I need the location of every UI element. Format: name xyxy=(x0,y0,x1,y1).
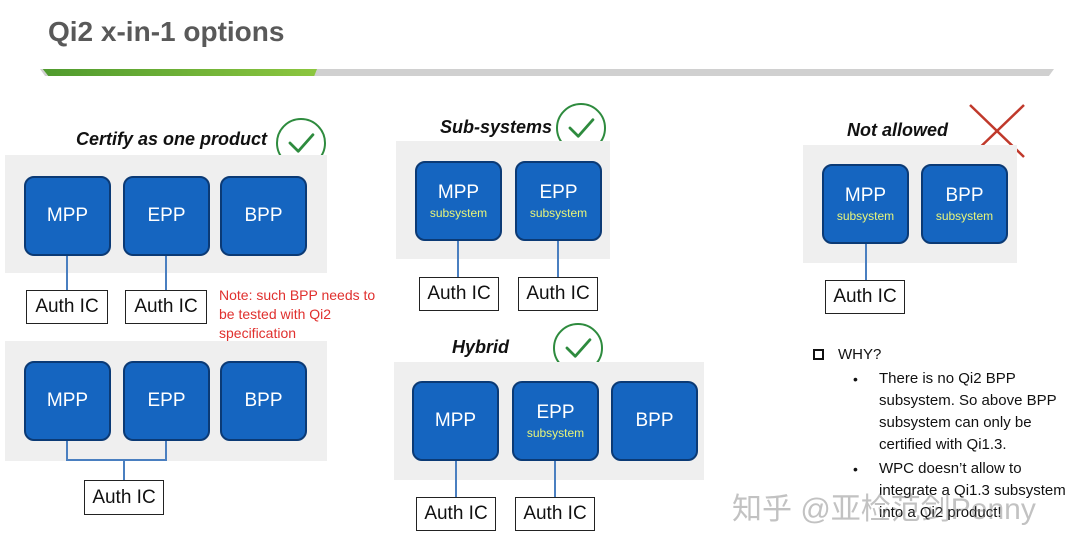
chip-bpp: BPP xyxy=(220,361,307,441)
chip-label: EPP xyxy=(147,390,186,411)
chip-mpp: MPP xyxy=(412,381,499,461)
connector-line xyxy=(457,241,459,277)
auth-ic-box: Auth IC xyxy=(515,497,595,531)
chip-epp-subsystem: EPP subsystem xyxy=(515,161,602,241)
subsystems-heading: Sub-systems xyxy=(440,117,553,137)
chip-sublabel: subsystem xyxy=(836,209,895,223)
auth-ic-box: Auth IC xyxy=(125,290,207,324)
connector-line xyxy=(66,441,68,460)
auth-ic-box: Auth IC xyxy=(84,480,164,515)
chip-mpp: MPP xyxy=(24,176,111,256)
connector-line xyxy=(165,256,167,290)
connector-line xyxy=(554,461,556,497)
connector-line xyxy=(66,256,68,290)
page-title: Qi2 x-in-1 options xyxy=(48,16,285,47)
chip-mpp-subsystem: MPP subsystem xyxy=(415,161,502,241)
chip-epp-subsystem: EPP subsystem xyxy=(512,381,599,461)
chip-label: BPP xyxy=(244,205,283,226)
chip-label: BPP xyxy=(945,185,984,206)
chip-label: MPP xyxy=(46,205,89,226)
connector-line xyxy=(557,241,559,277)
chip-label: MPP xyxy=(844,185,887,206)
why-bullet: WPC doesn’t allow to integrate a Qi1.3 s… xyxy=(879,460,1066,521)
chip-label: MPP xyxy=(434,410,477,431)
bullet-icon: • xyxy=(853,371,858,387)
chip-bpp: BPP xyxy=(611,381,698,461)
auth-ic-box: Auth IC xyxy=(26,290,108,324)
chip-label: MPP xyxy=(437,182,480,203)
chip-mpp-subsystem: MPP subsystem xyxy=(822,164,909,244)
bpp-note: Note: such BPP needs to be tested with Q… xyxy=(219,287,376,341)
chip-sublabel: subsystem xyxy=(529,206,588,220)
why-label: WHY? xyxy=(838,346,882,363)
chip-mpp: MPP xyxy=(24,361,111,441)
connector-line xyxy=(865,244,867,280)
chip-epp: EPP xyxy=(123,361,210,441)
title-underline-accent xyxy=(42,69,317,76)
not-allowed-heading: Not allowed xyxy=(847,120,949,140)
title-underline xyxy=(40,69,1054,76)
certify-heading: Certify as one product xyxy=(76,129,268,149)
hybrid-heading: Hybrid xyxy=(452,337,510,357)
chip-bpp-subsystem: BPP subsystem xyxy=(921,164,1008,244)
connector-line xyxy=(123,460,125,480)
chip-sublabel: subsystem xyxy=(429,206,488,220)
auth-ic-box: Auth IC xyxy=(416,497,496,531)
watermark: 知乎 @亚检范剑Penny xyxy=(732,493,1036,526)
connector-bus xyxy=(66,459,167,461)
chip-label: BPP xyxy=(635,410,674,431)
chip-label: MPP xyxy=(46,390,89,411)
connector-line xyxy=(165,441,167,460)
auth-ic-box: Auth IC xyxy=(518,277,598,311)
checkbox-icon xyxy=(813,349,824,360)
chip-label: EPP xyxy=(147,205,186,226)
chip-bpp: BPP xyxy=(220,176,307,256)
chip-label: EPP xyxy=(539,182,578,203)
chip-sublabel: subsystem xyxy=(526,426,585,440)
chip-epp: EPP xyxy=(123,176,210,256)
why-bullet: There is no Qi2 BPP subsystem. So above … xyxy=(879,370,1057,453)
auth-ic-box: Auth IC xyxy=(419,277,499,311)
chip-label: BPP xyxy=(244,390,283,411)
bullet-icon: • xyxy=(853,461,858,477)
auth-ic-box: Auth IC xyxy=(825,280,905,314)
chip-label: EPP xyxy=(536,402,575,423)
chip-sublabel: subsystem xyxy=(935,209,994,223)
connector-line xyxy=(455,461,457,497)
